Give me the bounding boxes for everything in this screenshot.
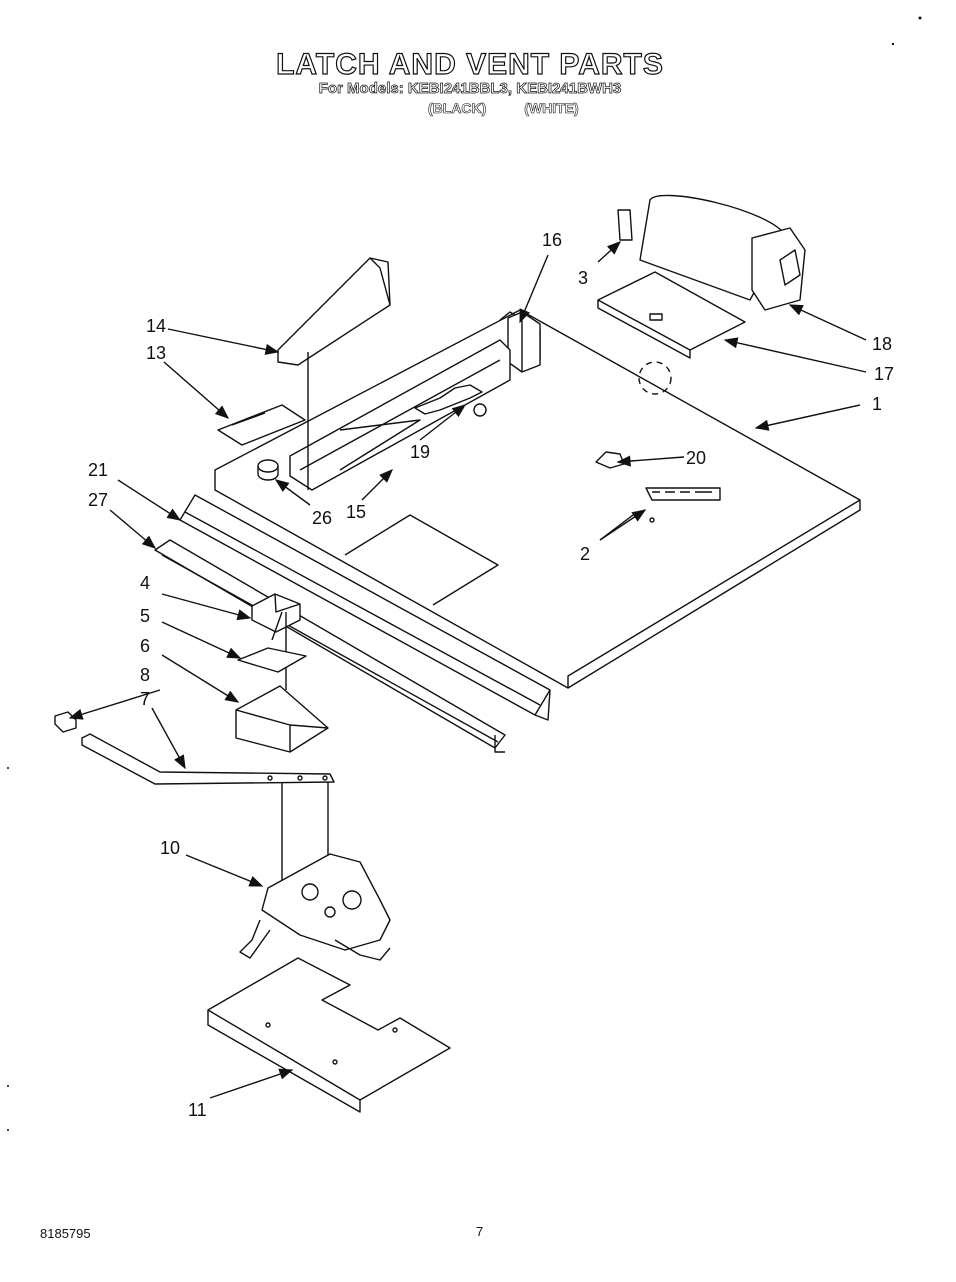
callout-26: 26: [312, 508, 332, 528]
callout-20: 20: [686, 448, 706, 468]
color-variants: (BLACK) (WHITE): [428, 100, 613, 117]
callout-6: 6: [140, 636, 150, 656]
part-11-cover-plate: [207, 957, 451, 1113]
part-18-blower: [617, 194, 806, 311]
callout-27: 27: [88, 490, 108, 510]
scan-specks: [7, 16, 922, 1131]
leader-lines: [68, 241, 867, 1099]
callout-11: 11: [188, 1100, 207, 1120]
callout-7: 7: [140, 689, 150, 709]
callout-19: 19: [410, 442, 430, 462]
callout-18: 18: [872, 334, 892, 354]
part-14-vent-duct: [277, 257, 391, 490]
callout-16: 16: [542, 230, 562, 250]
callout-21: 21: [88, 460, 108, 480]
callout-17: 17: [874, 364, 894, 384]
document-number: 8185795: [40, 1226, 91, 1241]
callout-4: 4: [140, 573, 150, 593]
part-4-switch: [251, 593, 301, 690]
part-27-trim-strip: [154, 539, 506, 753]
callout-8: 8: [140, 665, 150, 685]
part-13-vent-plate: [217, 404, 306, 446]
part-7-latch-link: [81, 733, 335, 785]
model-numbers: For Models: KEBI241BBL3, KEBI241BWH3: [318, 80, 622, 98]
callout-1: 1: [872, 394, 882, 414]
part-10-latch-mechanism: [239, 853, 391, 961]
part-1-top-panel: [214, 309, 861, 689]
color-black-label: (BLACK): [428, 100, 487, 117]
part-2-sensor: [645, 487, 721, 523]
part-15-vent-channel: [289, 339, 511, 491]
callout-3: 3: [578, 268, 588, 288]
vent-opening: [638, 361, 672, 395]
color-white-label: (WHITE): [524, 100, 579, 117]
callout-numbers: 1 2 3 4 5 6 7 8 10 11 13 14 15 16 17 18 …: [88, 230, 894, 1120]
part-8-stop: [54, 711, 77, 733]
part-19-tube: [414, 384, 487, 417]
callout-15: 15: [346, 502, 366, 522]
part-16-bracket: [507, 311, 541, 373]
part-5-insulator: [237, 647, 307, 673]
part-6-bracket: [235, 685, 329, 753]
callout-2: 2: [580, 544, 590, 564]
callout-13: 13: [146, 343, 166, 363]
diagram-title: LATCH AND VENT PARTS: [276, 47, 664, 81]
part-21-front-rail: [179, 494, 551, 721]
callout-14: 14: [146, 316, 166, 336]
part-17-mounting-plate: [597, 271, 746, 359]
page-number: 7: [476, 1224, 484, 1239]
callout-5: 5: [140, 606, 150, 626]
part-26-grommet: [257, 459, 279, 481]
callout-10: 10: [160, 838, 180, 858]
